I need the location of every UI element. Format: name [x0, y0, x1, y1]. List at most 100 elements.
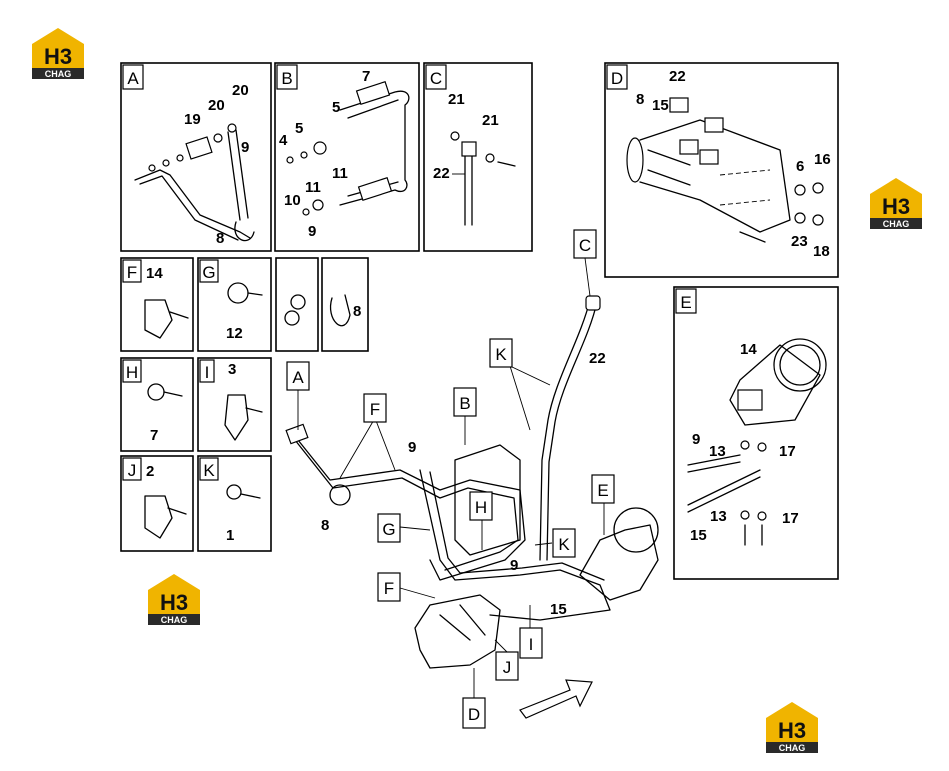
callout-b-11: 11 [305, 179, 321, 196]
logo-sub-text: CHAG [45, 69, 72, 79]
callout-c-22: 22 [433, 165, 450, 182]
callout-a-20: 20 [208, 97, 225, 114]
main-tag-g: G [377, 513, 401, 543]
callout-e-13: 13 [710, 508, 727, 525]
logo-main-text: H3 [160, 590, 188, 615]
svg-text:B: B [459, 394, 470, 413]
main-tag-j: J [495, 651, 519, 681]
callout-i-3: 3 [228, 361, 236, 378]
detail-letter-f: F [127, 263, 137, 282]
callout-c-21-left: 21 [448, 91, 465, 108]
callout-c-21: 21 [482, 112, 499, 129]
svg-text:H: H [475, 498, 487, 517]
callout-b-5: 5 [295, 120, 303, 137]
svg-text:F: F [370, 400, 380, 419]
callout-a-20-top: 20 [232, 82, 249, 99]
main-tag-k-top: K [489, 338, 513, 368]
callout-b-11-right: 11 [332, 165, 348, 182]
callout-a-19: 19 [184, 111, 201, 128]
svg-text:J: J [503, 658, 512, 677]
svg-text:A: A [292, 368, 304, 387]
callout-b-4: 4 [279, 132, 288, 149]
detail-box-i: I 3 [197, 357, 272, 452]
detail-letter-c: C [430, 69, 442, 88]
detail-box-d: D 22 8 15 6 16 23 18 [604, 62, 839, 278]
logo-sub-text: CHAG [161, 615, 188, 625]
callout-k-1: 1 [226, 527, 234, 544]
detail-letter-g: G [202, 263, 215, 282]
callout-e-17-top: 17 [779, 443, 796, 460]
detail-letter-i: I [205, 363, 210, 382]
callout-x-8: 8 [353, 303, 361, 320]
main-callout-9: 9 [510, 557, 518, 574]
detail-letter-e: E [680, 293, 691, 312]
main-tag-e: E [591, 474, 615, 504]
detail-box-g: G 12 [197, 257, 272, 352]
detail-box-f: F 14 [120, 257, 194, 352]
callout-b-7: 7 [362, 68, 370, 85]
svg-text:K: K [558, 535, 570, 554]
logo-main-text: H3 [778, 718, 806, 743]
logo-main-text: H3 [882, 194, 910, 219]
svg-text:D: D [468, 705, 480, 724]
callout-d-18: 18 [813, 243, 830, 260]
detail-box-c: C 21 21 22 [423, 62, 533, 252]
svg-text:E: E [597, 481, 608, 500]
callout-h-7: 7 [150, 427, 158, 444]
main-callout-8: 8 [321, 517, 329, 534]
detail-letter-b: B [281, 69, 292, 88]
main-pointer-lines [297, 257, 605, 698]
main-tag-i: I [519, 627, 543, 659]
detail-box-k: K 1 [197, 455, 272, 552]
callout-a-8: 8 [216, 230, 224, 247]
callout-e-9: 9 [692, 431, 700, 448]
detail-letter-a: A [127, 69, 139, 88]
detail-box-b: B 7 5 5 4 11 11 10 9 [274, 62, 420, 252]
callout-d-16: 16 [814, 151, 831, 168]
main-tag-a: A [286, 361, 310, 391]
logo-sub-text: CHAG [779, 743, 806, 753]
main-assembly [285, 295, 659, 719]
brand-logo-bottom-right: H3 CHAG [766, 702, 818, 753]
detail-letter-j: J [128, 461, 137, 480]
callout-a-9: 9 [241, 139, 249, 156]
detail-letter-d: D [611, 69, 623, 88]
callout-g-12: 12 [226, 325, 243, 342]
callout-b-9: 9 [308, 223, 316, 240]
callout-d-15: 15 [652, 97, 669, 114]
callout-d-6: 6 [796, 158, 804, 175]
detail-box-clamp: 8 [321, 257, 369, 352]
main-tag-k-bottom: K [552, 528, 576, 558]
logo-sub-text: CHAG [883, 219, 910, 229]
svg-text:C: C [579, 236, 591, 255]
callout-e-15: 15 [690, 527, 707, 544]
detail-box-e: E 14 9 13 17 13 17 15 [673, 286, 839, 580]
detail-letter-k: K [203, 461, 215, 480]
callout-d-8: 8 [636, 91, 644, 108]
detail-box-h: H 7 [120, 357, 194, 452]
main-tag-f-bottom: F [377, 572, 401, 602]
callout-b-5-top: 5 [332, 99, 340, 116]
main-callout-9-top: 9 [408, 439, 416, 456]
main-callout-15: 15 [550, 601, 567, 618]
brand-logo-bottom-left: H3 CHAG [148, 574, 200, 625]
logo-main-text: H3 [44, 44, 72, 69]
callout-d-23: 23 [791, 233, 808, 250]
svg-text:F: F [384, 579, 394, 598]
main-tag-c: C [573, 229, 597, 259]
callout-e-14: 14 [740, 341, 757, 358]
svg-text:G: G [382, 520, 395, 539]
callout-d-22: 22 [669, 68, 686, 85]
callout-j-2: 2 [146, 463, 154, 480]
main-tag-d: D [462, 697, 486, 729]
brand-logo-top-left: H3 CHAG [32, 28, 84, 79]
svg-text:K: K [495, 345, 507, 364]
detail-letter-h: H [126, 363, 138, 382]
detail-box-j: J 2 [120, 455, 194, 552]
callout-f-14: 14 [146, 265, 163, 282]
main-tag-b: B [453, 387, 477, 417]
brand-logo-right: H3 CHAG [870, 178, 922, 229]
detail-box-bushings [275, 257, 319, 352]
main-tag-h: H [469, 491, 493, 521]
